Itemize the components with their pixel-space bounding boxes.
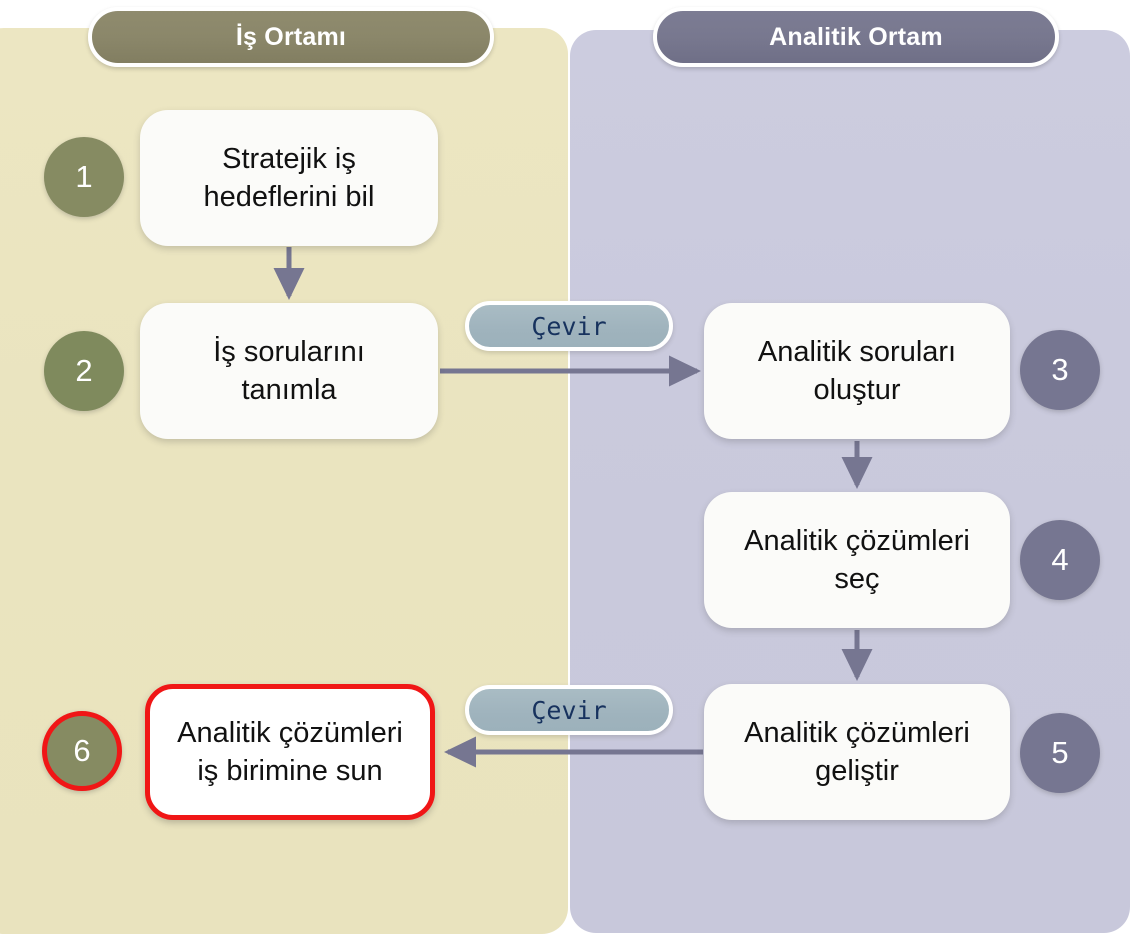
step-badge-3: 3 (1020, 330, 1100, 410)
step-badge-2: 2 (44, 331, 124, 411)
step-number-1: 1 (75, 159, 93, 194)
step-number-5: 5 (1051, 735, 1069, 770)
step-badge-5: 5 (1020, 713, 1100, 793)
step-badge-6: 6 (42, 711, 122, 791)
lane-header-analytics: Analitik Ortam (653, 7, 1059, 67)
lane-title-analytics: Analitik Ortam (769, 22, 943, 51)
step-number-6: 6 (73, 733, 91, 768)
lane-title-business: İş Ortamı (235, 22, 347, 51)
connector-label-text-bottom: Çevir (531, 695, 607, 725)
connector-label-text-top: Çevir (531, 311, 607, 341)
step-number-4: 4 (1051, 542, 1069, 577)
step-badge-1: 1 (44, 137, 124, 217)
connector-label-translate-bottom: Çevir (465, 685, 673, 735)
step-number-2: 2 (75, 353, 93, 388)
step-badge-4: 4 (1020, 520, 1100, 600)
connector-label-translate-top: Çevir (465, 301, 673, 351)
step-number-3: 3 (1051, 352, 1069, 387)
lane-header-business: İş Ortamı (88, 7, 494, 67)
